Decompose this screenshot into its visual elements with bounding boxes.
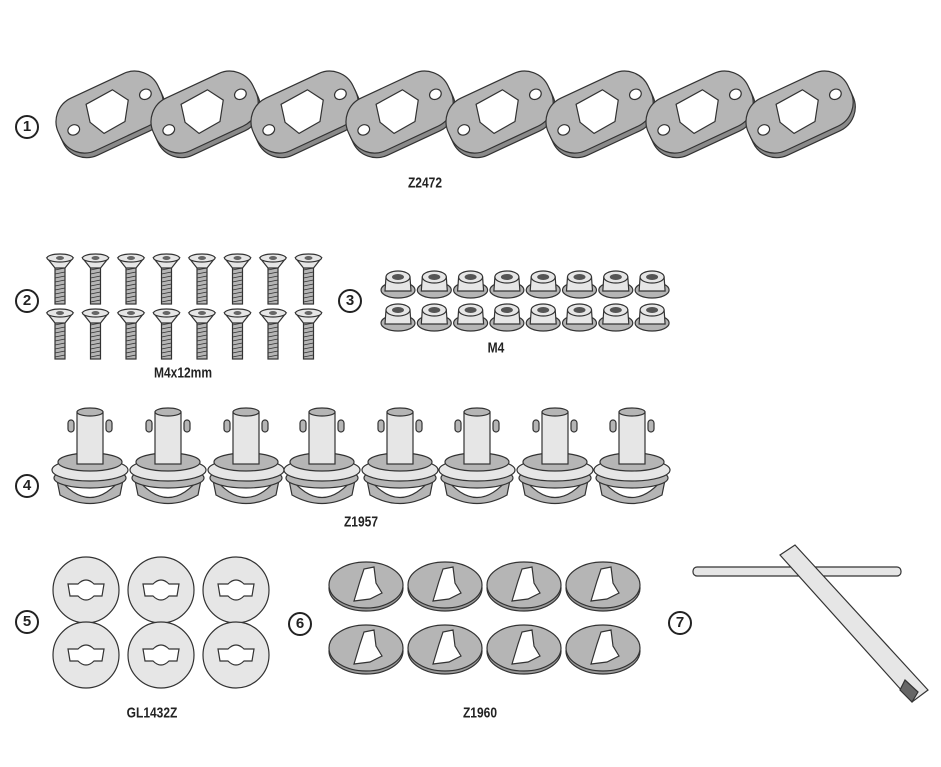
plate — [645, 70, 756, 159]
screw — [81, 253, 110, 305]
grommet — [438, 407, 516, 504]
nut — [489, 270, 525, 299]
key — [692, 544, 929, 703]
clip — [486, 561, 562, 612]
washer — [202, 621, 270, 689]
nut — [453, 303, 489, 332]
part-number-2: 2 — [15, 289, 39, 313]
plate — [345, 70, 456, 159]
part-number-5: 5 — [15, 610, 39, 634]
nut — [598, 303, 634, 332]
screw — [45, 253, 75, 305]
plate — [745, 70, 856, 159]
part-code-6: Z1960 — [462, 704, 498, 722]
plate — [150, 70, 261, 159]
screw — [258, 308, 288, 360]
nut — [561, 303, 598, 332]
nut — [598, 270, 634, 299]
screw — [152, 308, 181, 360]
part-code-5: GL1432Z — [126, 704, 178, 722]
clip — [407, 561, 483, 612]
plate — [545, 70, 656, 159]
part-code-2: M4x12mm — [153, 364, 213, 382]
screw — [223, 308, 252, 360]
plate — [250, 70, 361, 159]
screw — [187, 308, 217, 360]
washer — [127, 556, 195, 624]
screw — [294, 253, 323, 305]
clip — [328, 624, 404, 675]
washer — [52, 556, 120, 624]
plate — [445, 70, 556, 159]
washer — [202, 556, 270, 624]
grommet — [593, 407, 671, 504]
grommet — [207, 407, 285, 504]
screw — [223, 253, 252, 305]
screw — [187, 253, 217, 305]
screw — [81, 308, 110, 360]
nut — [525, 270, 561, 299]
grommet — [516, 407, 594, 504]
nut — [561, 270, 598, 299]
nut — [489, 303, 525, 332]
clip — [565, 561, 641, 612]
plate — [55, 70, 166, 159]
part-number-6: 6 — [288, 612, 312, 636]
clip — [565, 624, 641, 675]
grommet — [129, 407, 207, 504]
nut — [380, 303, 416, 332]
grommet — [51, 407, 129, 504]
clip — [328, 561, 404, 612]
nut — [416, 270, 452, 299]
nut — [380, 270, 416, 299]
part-code-4: Z1957 — [343, 513, 379, 531]
nut — [525, 303, 561, 332]
part-code-1: Z2472 — [407, 174, 443, 192]
screw — [258, 253, 288, 305]
clip — [486, 624, 562, 675]
screw — [116, 253, 146, 305]
part-code-3: M4 — [487, 339, 505, 357]
grommet — [283, 407, 361, 504]
screw — [116, 308, 146, 360]
clip — [407, 624, 483, 675]
washer — [127, 621, 195, 689]
part-number-7: 7 — [668, 611, 692, 635]
screw — [45, 308, 75, 360]
nut — [416, 303, 452, 332]
nut — [634, 303, 670, 332]
screw — [152, 253, 181, 305]
part-number-4: 4 — [15, 474, 39, 498]
nut — [453, 270, 489, 299]
grommet — [361, 407, 439, 504]
part-number-1: 1 — [15, 115, 39, 139]
screw — [294, 308, 323, 360]
part-number-3: 3 — [338, 289, 362, 313]
washer — [52, 621, 120, 689]
nut — [634, 270, 670, 299]
